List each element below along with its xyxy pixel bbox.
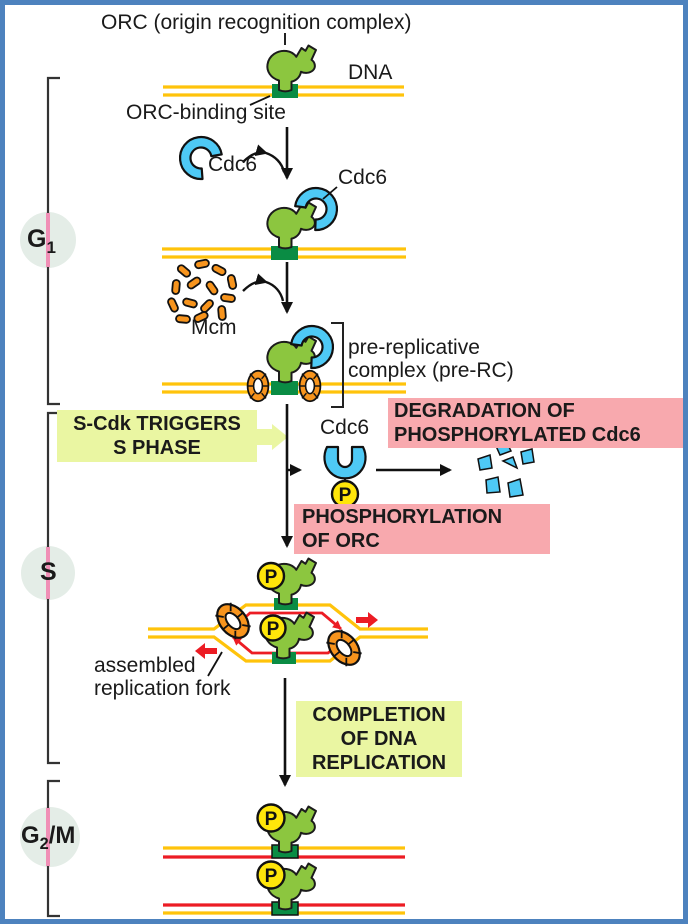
mcm-subunit [204, 279, 220, 297]
phase-g2m-sub: 2 [39, 834, 49, 853]
pre-rc-label-line2: complex (pre-RC) [348, 359, 514, 382]
cdc6-phosphorylated-glyph [323, 445, 367, 480]
binding-site-pointer-line [249, 95, 271, 106]
mcm-subunit [185, 275, 203, 291]
mcm-subunit [174, 314, 192, 324]
dna-strand-3 [162, 381, 406, 395]
cdc6-bound-label: Cdc6 [338, 166, 388, 189]
phase-label-s: S [40, 559, 57, 585]
mcm-subunit [226, 273, 238, 291]
orc-glyph [266, 201, 317, 250]
phase-g1-sub: 1 [46, 238, 56, 257]
degradation-callout-line2: PHOSPHORYLATED Cdc6 [394, 424, 641, 446]
pre-rc-label-line1: pre-replicative [348, 336, 480, 359]
fork-label: assembled replication fork [94, 654, 231, 700]
s-cdk-callout-line2: S PHASE [113, 437, 201, 459]
phosphate-letter: P [267, 619, 280, 640]
mcm-subunit [210, 262, 228, 278]
mcm-subunit [181, 296, 199, 310]
phase-g2m-suffix: /M [48, 822, 76, 849]
cdc6-label-pointer [322, 186, 338, 200]
fork-label-line1: assembled [94, 654, 196, 677]
phosphorylation-callout: PHOSPHORYLATION OF ORC [294, 504, 550, 554]
replication-bubble [148, 557, 428, 677]
phosphorylation-callout-line2: OF ORC [302, 530, 380, 552]
mcm-ring [246, 369, 270, 403]
orc-binding-site-segment [271, 246, 298, 260]
completion-callout-line1: COMPLETION [312, 704, 446, 726]
phase-g1-main: G [27, 225, 47, 253]
mcm-subunit [198, 297, 216, 315]
cdc6-phospho-label: Cdc6 [320, 416, 370, 439]
phase-g2m-main: G [21, 822, 40, 849]
s-cdk-callout-line1: S-Cdk TRIGGERS [73, 413, 241, 435]
mcm-subunit [165, 296, 181, 314]
phosphate-letter: P [339, 485, 352, 506]
degraded-cdc6-fragments [477, 439, 535, 498]
phosphate-badge [259, 614, 287, 642]
mcm-merge-curve [265, 280, 285, 302]
pre-rc-label: pre-replicative complex (pre-RC) [348, 336, 514, 382]
pre-rc-bracket [331, 322, 344, 408]
phase-s-main: S [40, 558, 57, 586]
cdc6-merge-curve [265, 151, 286, 173]
mcm-subunit [219, 292, 237, 304]
mcm-subunit [175, 262, 193, 280]
mcm-ring [298, 369, 322, 403]
orc-binding-site-label: ORC-binding site [126, 101, 286, 124]
fork-direction-arrow-right [356, 612, 378, 628]
cdc6-merge-arrow [242, 144, 268, 163]
mcm-label: Mcm [191, 316, 237, 339]
completion-callout: COMPLETION OF DNA REPLICATION [296, 701, 462, 777]
mcm-merge-arrow [242, 273, 268, 292]
mcm-subunit [193, 258, 211, 270]
degradation-callout-line1: DEGRADATION OF [394, 400, 575, 422]
phosphate-badge [256, 561, 286, 591]
figure-title: ORC (origin recognition complex) [101, 11, 412, 34]
orc-binding-site-segment [271, 381, 298, 395]
phase-label-g2m: G2/M [21, 823, 75, 857]
mcm-subunit [171, 278, 181, 296]
mcm-ring-helicase [320, 623, 368, 673]
fork-label-pointer [207, 651, 223, 677]
phosphate-badge [256, 803, 286, 833]
mcm-cluster [165, 258, 238, 325]
s-cdk-callout: S-Cdk TRIGGERS S PHASE [57, 410, 257, 462]
s-cdk-pointer-tab [256, 424, 288, 450]
phase-label-g1: G1 [27, 226, 56, 261]
phosphate-letter: P [265, 866, 278, 887]
completion-callout-line3: REPLICATION [311, 752, 447, 774]
dna-label: DNA [348, 61, 393, 84]
phosphate-letter: P [265, 567, 278, 588]
completion-callout-line2: OF DNA [340, 728, 418, 750]
phosphate-letter: P [265, 809, 278, 830]
fork-direction-arrow-left [195, 643, 217, 659]
cdc6-free-label: Cdc6 [208, 153, 258, 176]
phosphorylation-callout-line1: PHOSPHORYLATION [302, 506, 503, 528]
phosphate-badge [256, 860, 286, 890]
degradation-callout: DEGRADATION OF PHOSPHORYLATED Cdc6 [388, 398, 688, 448]
fork-label-line2: replication fork [94, 677, 231, 700]
